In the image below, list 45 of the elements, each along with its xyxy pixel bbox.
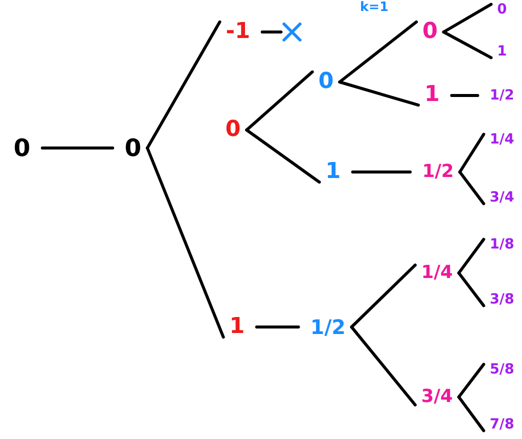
tree-value: 3/4 xyxy=(490,190,514,206)
tree-branch-line xyxy=(450,94,480,97)
tree-branch-line xyxy=(255,326,300,328)
tree-value: 0 xyxy=(14,134,30,162)
annotation-label: k=1 xyxy=(360,0,389,15)
tree-value: 1/2 xyxy=(490,88,514,104)
tree-branch-line xyxy=(442,30,493,60)
tree-branch-line xyxy=(457,362,486,398)
cross-mark-icon xyxy=(281,21,303,43)
tree-branch-line xyxy=(146,146,225,339)
tree-value: 1/2 xyxy=(422,162,454,182)
tree-value: 7/8 xyxy=(490,417,514,433)
tree-branch-line xyxy=(457,238,486,274)
tree-value: 0 xyxy=(497,2,507,18)
tree-branch-line xyxy=(245,128,321,184)
tree-branch-line xyxy=(458,170,486,206)
tree-value: 3/8 xyxy=(490,292,514,308)
tree-value: -1 xyxy=(226,20,250,44)
tree-branch-line xyxy=(457,272,486,308)
tree-branch-line xyxy=(146,20,222,150)
tree-value: 0 xyxy=(318,70,334,94)
tree-branch-line xyxy=(350,326,417,406)
tree-branch-line xyxy=(260,30,282,34)
tree-branch-line xyxy=(457,396,486,432)
tree-value: 1 xyxy=(325,160,341,184)
tree-value: 1/2 xyxy=(310,316,346,338)
tree-value: 5/8 xyxy=(490,362,514,378)
tree-value: 1 xyxy=(229,314,245,340)
tree-value: 1 xyxy=(497,44,507,60)
tree-branch-line xyxy=(458,132,486,174)
tree-value: 0 xyxy=(124,134,142,162)
tree-branch-line xyxy=(442,2,493,34)
tree-value: 1/4 xyxy=(490,132,514,148)
tree-value: 1/8 xyxy=(490,237,514,253)
tree-branch-line xyxy=(245,70,314,132)
tree-branch-line xyxy=(350,264,417,328)
tree-value: 0 xyxy=(422,20,438,44)
tree-value: 1/4 xyxy=(421,263,453,283)
tree-branch-line xyxy=(351,170,412,174)
tree-branch-line xyxy=(338,20,418,84)
tree-value: 0 xyxy=(225,118,241,142)
tree-branch-line xyxy=(338,80,420,107)
tree-value: 1 xyxy=(424,82,440,108)
tree-value: 3/4 xyxy=(421,387,453,407)
tree-branch-line xyxy=(40,146,114,150)
